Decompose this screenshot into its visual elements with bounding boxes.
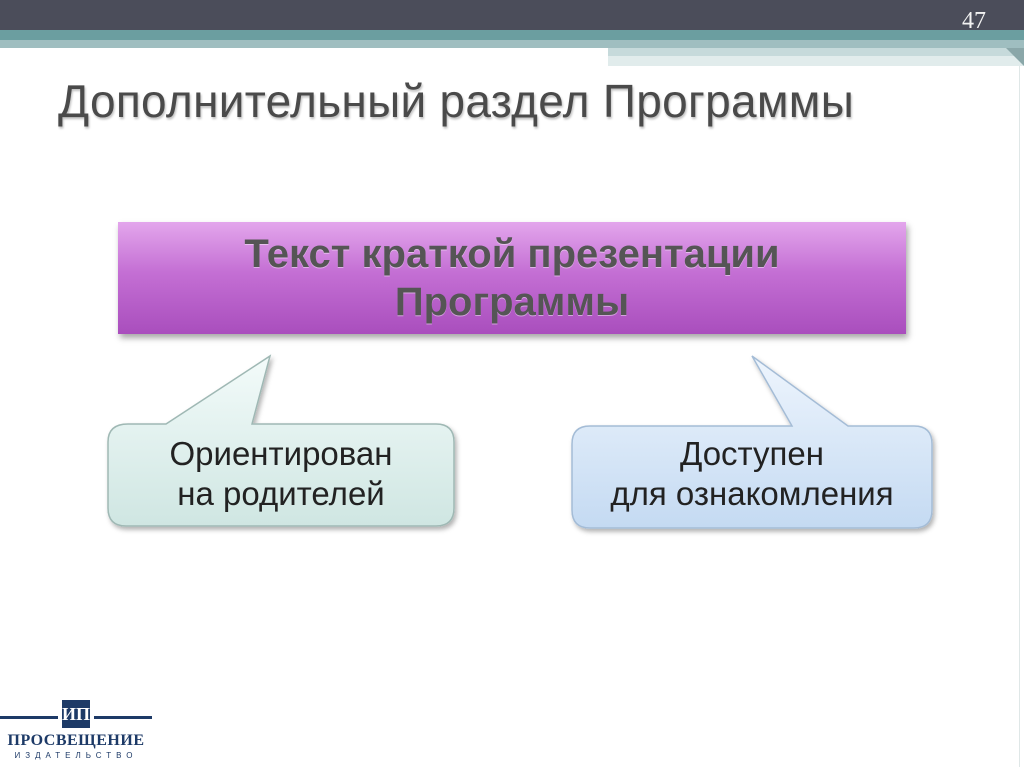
logo-mark-icon: ИП xyxy=(62,700,90,728)
slide-number: 47 xyxy=(962,8,986,34)
main-box-line: Текст краткой презентации xyxy=(244,232,780,276)
main-box: Текст краткой презентации Программы xyxy=(118,222,906,334)
logo-name: ПРОСВЕЩЕНИЕ xyxy=(7,732,145,749)
publisher-logo: ИП ПРОСВЕЩЕНИЕ ИЗДАТЕЛЬСТВО xyxy=(0,698,152,762)
callout-right-text: Доступен для ознакомления xyxy=(572,434,932,514)
header-stripe xyxy=(0,30,1024,40)
callout-left-line: Ориентирован xyxy=(169,435,393,472)
callout-right xyxy=(571,355,933,529)
callout-left-text: Ориентирован на родителей xyxy=(108,434,454,514)
callout-left xyxy=(107,354,455,527)
slide-edge xyxy=(1019,66,1020,767)
callout-right-line: Доступен xyxy=(679,435,824,472)
logo-rule xyxy=(0,716,58,719)
callout-right-line: для ознакомления xyxy=(610,475,894,512)
header-stripe xyxy=(608,48,1024,56)
main-box-text: Текст краткой презентации Программы xyxy=(244,230,779,326)
header-stripe xyxy=(0,40,1024,48)
slide-title: Дополнительный раздел Программы xyxy=(58,75,855,127)
logo-subtitle: ИЗДАТЕЛЬСТВО xyxy=(14,751,138,760)
main-box-line: Программы xyxy=(394,280,630,324)
callout-left-line: на родителей xyxy=(177,475,385,512)
header-bar xyxy=(0,0,1024,30)
logo-rule xyxy=(94,716,152,719)
header-stripe xyxy=(608,56,1024,66)
corner-fold xyxy=(1006,48,1024,66)
